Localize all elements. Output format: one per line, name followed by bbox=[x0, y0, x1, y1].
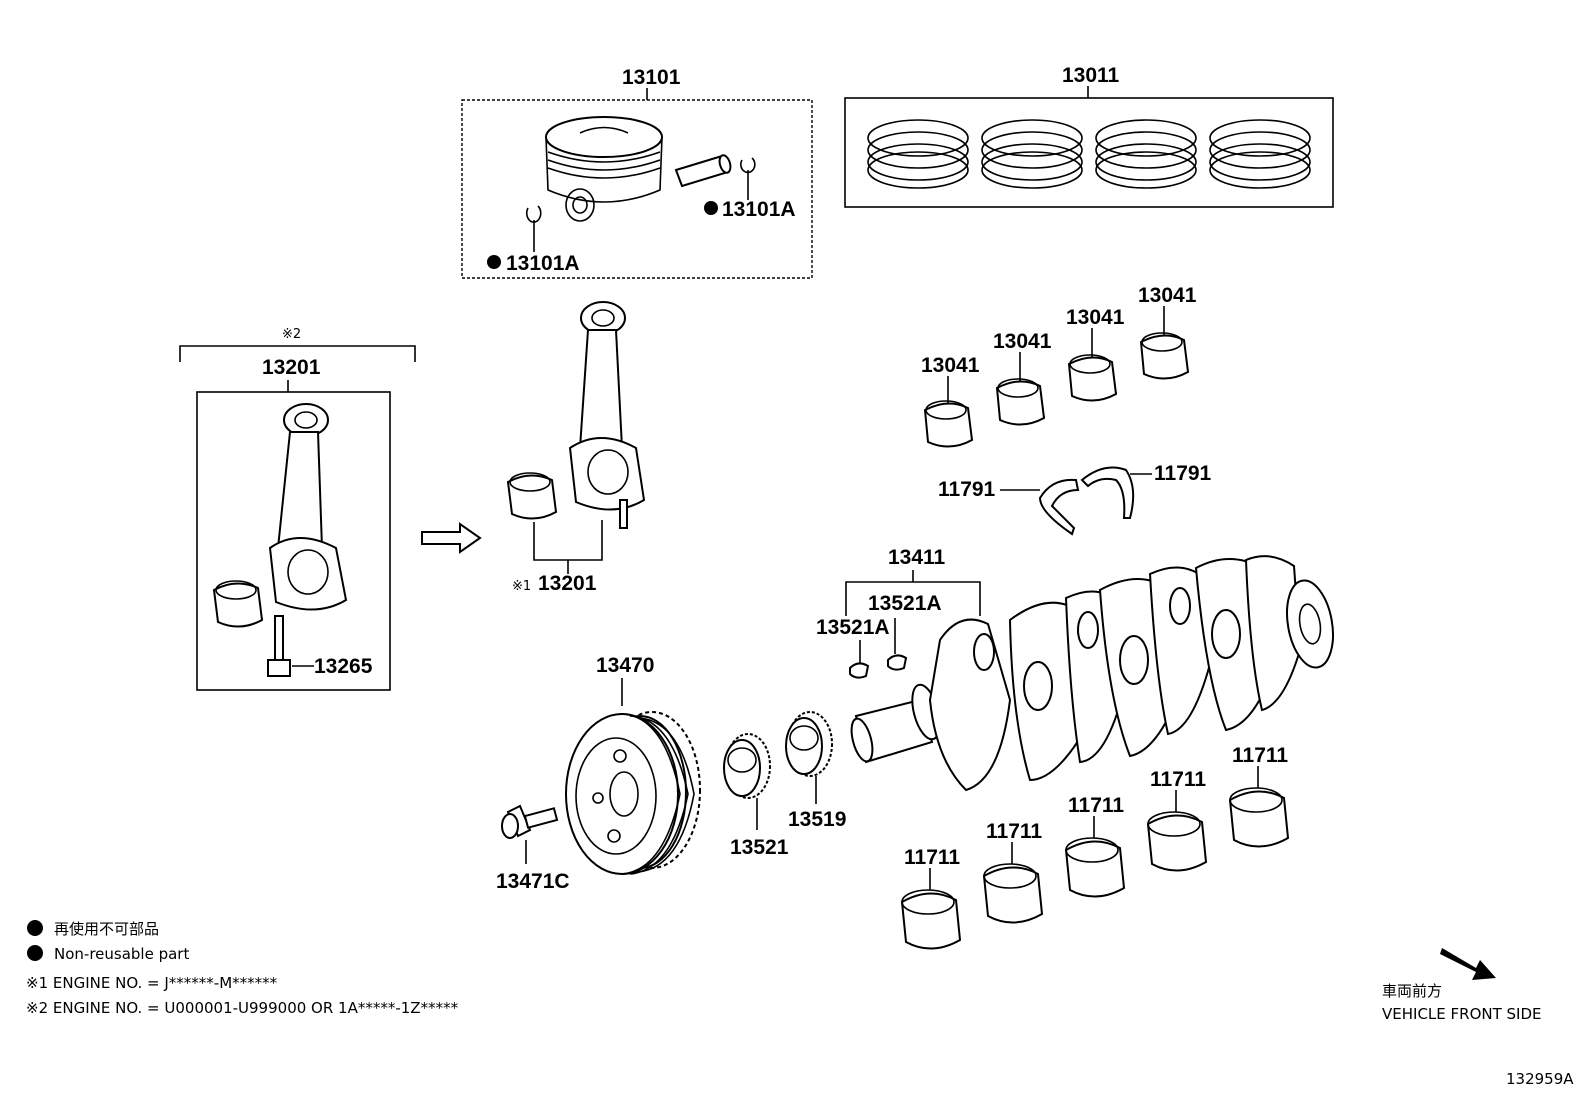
main-bearing-shell bbox=[1228, 787, 1290, 848]
direction-en: VEHICLE FRONT SIDE bbox=[1382, 1005, 1542, 1023]
woodruff-key-icon bbox=[849, 662, 870, 679]
label-13041-b[interactable]: 13041 bbox=[993, 330, 1052, 353]
non-reusable-dot-icon bbox=[27, 920, 43, 936]
bearing-shell bbox=[1139, 332, 1190, 380]
crank-pulley-drawing bbox=[565, 711, 701, 875]
label-13521[interactable]: 13521 bbox=[730, 836, 789, 859]
pulley-bolt-icon bbox=[501, 804, 559, 839]
non-reusable-dot-icon bbox=[487, 255, 501, 269]
crank-gear-icon bbox=[723, 733, 771, 799]
pulley-bolt-group[interactable]: 13471C bbox=[496, 804, 570, 893]
note-mark-2: ※2 bbox=[282, 327, 301, 342]
label-11711-4[interactable]: 11711 bbox=[1150, 768, 1206, 791]
legend-note-1: ※1 ENGINE NO. = J******-M****** bbox=[26, 974, 278, 992]
label-13041-a[interactable]: 13041 bbox=[921, 354, 980, 377]
legend-note-2: ※2 ENGINE NO. = U000001-U999000 OR 1A***… bbox=[26, 999, 459, 1017]
rod-bearings-group[interactable]: 13041 13041 13041 13041 bbox=[921, 284, 1197, 448]
bracket bbox=[179, 345, 416, 362]
rod-bearing-shell bbox=[212, 580, 264, 628]
main-bearings-group[interactable]: 11711 11711 11711 11711 11711 bbox=[900, 744, 1290, 950]
label-13470[interactable]: 13470 bbox=[596, 654, 654, 677]
thrust-washers-group[interactable]: 11791 11791 bbox=[938, 462, 1212, 536]
piston-drawing bbox=[545, 116, 663, 222]
label-11711-1[interactable]: 11711 bbox=[904, 846, 960, 869]
label-13521A-upper[interactable]: 13521A bbox=[868, 592, 942, 615]
rod-bolt-icon bbox=[267, 615, 291, 677]
thrust-washer-left bbox=[1038, 478, 1080, 536]
label-13265[interactable]: 13265 bbox=[314, 655, 373, 678]
label-13101[interactable]: 13101 bbox=[622, 66, 681, 89]
crankshaft-drawing bbox=[850, 555, 1334, 792]
connecting-rod-drawing bbox=[568, 301, 646, 529]
clip-right-icon bbox=[740, 157, 756, 174]
label-13201-sub[interactable]: 13201 bbox=[538, 572, 597, 595]
vehicle-front-indicator: 車両前方 VEHICLE FRONT SIDE bbox=[1382, 948, 1542, 1023]
connecting-rod-drawing bbox=[268, 403, 348, 611]
main-bearing-shell bbox=[1146, 811, 1208, 872]
rod-bearing-shell bbox=[506, 472, 558, 520]
thrust-washer-right bbox=[1080, 466, 1135, 519]
direction-arrow-icon bbox=[421, 522, 482, 554]
bracket bbox=[533, 520, 603, 561]
label-13041-d[interactable]: 13041 bbox=[1138, 284, 1197, 307]
main-bearing-shell bbox=[1064, 837, 1126, 898]
label-11791-right[interactable]: 11791 bbox=[1154, 462, 1212, 485]
diagram-id: 132959A bbox=[1506, 1070, 1574, 1088]
label-13519[interactable]: 13519 bbox=[788, 808, 846, 831]
label-11711-3[interactable]: 11711 bbox=[1068, 794, 1124, 817]
bracket bbox=[845, 581, 981, 616]
woodruff-key-icon bbox=[887, 654, 908, 671]
timing-gears-group[interactable]: 13521 13519 bbox=[723, 711, 846, 859]
label-13101A-right[interactable]: 13101A bbox=[722, 198, 796, 221]
label-13201[interactable]: 13201 bbox=[262, 356, 321, 379]
ring-set-group[interactable]: 13011 bbox=[844, 64, 1334, 208]
main-bearing-shell bbox=[982, 863, 1044, 924]
label-13041-c[interactable]: 13041 bbox=[1066, 306, 1125, 329]
label-13411[interactable]: 13411 bbox=[888, 546, 946, 569]
piston-rings-drawing bbox=[867, 119, 1311, 189]
label-13101A-left[interactable]: 13101A bbox=[506, 252, 580, 275]
piston-set-box bbox=[461, 99, 813, 279]
piston-pin bbox=[674, 154, 732, 188]
legend-en: Non-reusable part bbox=[54, 945, 189, 963]
rod-assembly-box bbox=[196, 391, 391, 691]
non-reusable-dot-icon bbox=[704, 201, 718, 215]
rod-assembly-group[interactable]: ※2 13201 13265 bbox=[179, 327, 416, 691]
clip-left-icon bbox=[525, 205, 542, 223]
direction-jp: 車両前方 bbox=[1382, 982, 1442, 1000]
front-arrow-icon bbox=[1440, 948, 1496, 980]
label-11791-left[interactable]: 11791 bbox=[938, 478, 996, 501]
label-11711-2[interactable]: 11711 bbox=[986, 820, 1042, 843]
label-13471C[interactable]: 13471C bbox=[496, 870, 570, 893]
label-13521A-lower[interactable]: 13521A bbox=[816, 616, 890, 639]
label-13011[interactable]: 13011 bbox=[1062, 64, 1120, 87]
legend: 再使用不可部品 Non-reusable part ※1 ENGINE NO. … bbox=[26, 920, 459, 1017]
note-mark-1: ※1 bbox=[512, 579, 531, 594]
bearing-shell bbox=[923, 400, 974, 448]
main-bearing-shell bbox=[900, 889, 962, 950]
label-11711-5[interactable]: 11711 bbox=[1232, 744, 1288, 767]
crankshaft-group[interactable]: 13411 13521A 13521A bbox=[816, 546, 1339, 792]
bearing-shell bbox=[995, 378, 1046, 426]
piston-set-group[interactable]: 13101 13101A 13101A bbox=[461, 66, 813, 279]
ring-set-box bbox=[844, 97, 1334, 208]
legend-jp: 再使用不可部品 bbox=[54, 920, 159, 938]
pulley-group[interactable]: 13470 bbox=[565, 654, 701, 875]
oil-pump-gear-icon bbox=[785, 711, 833, 777]
rod-sub-group[interactable]: ※1 13201 bbox=[506, 301, 646, 595]
bearing-shell bbox=[1067, 354, 1118, 402]
non-reusable-dot-icon bbox=[27, 945, 43, 961]
